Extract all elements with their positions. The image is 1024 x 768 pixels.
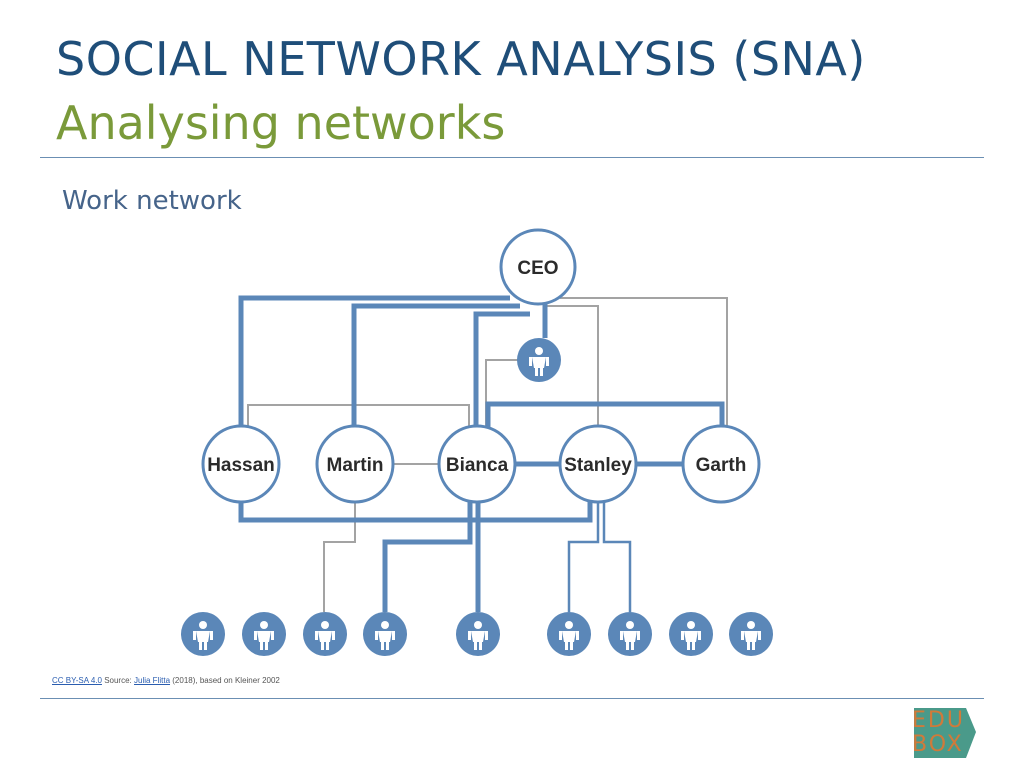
node-garth: Garth (681, 424, 761, 504)
strong-ties (238, 295, 725, 612)
footer-divider (40, 698, 984, 699)
person-icon (456, 612, 500, 656)
author-link[interactable]: Julia Flitta (134, 676, 171, 685)
node-martin: Martin (315, 424, 395, 504)
person-icon (181, 612, 225, 656)
tie-bianca-person4 (382, 502, 473, 612)
node-ceo: CEO (499, 228, 577, 306)
work-network-diagram: CEO Hassan Martin Bianca Stanley Garth (181, 228, 773, 656)
node-bianca: Bianca (437, 424, 517, 504)
tie-ceo-garth (560, 297, 728, 430)
person-icon (363, 612, 407, 656)
node-label-ceo: CEO (517, 258, 558, 279)
node-label-hassan: Hassan (207, 455, 275, 476)
person-icon (669, 612, 713, 656)
section-heading: Work network (62, 186, 242, 216)
person-icon (242, 612, 286, 656)
tie-ceo-bianca (473, 311, 530, 428)
logo-text-line2: BOX (912, 732, 964, 757)
license-link[interactable]: CC BY-SA 4.0 (52, 676, 102, 685)
person-icon (517, 338, 561, 382)
person-icon (303, 612, 347, 656)
node-label-garth: Garth (696, 455, 747, 476)
node-label-stanley: Stanley (564, 455, 632, 476)
edubox-logo (914, 708, 976, 758)
tie-ceo-hassan (238, 295, 510, 430)
tie-stanley-person7 (602, 502, 632, 612)
node-label-bianca: Bianca (446, 455, 509, 476)
node-stanley: Stanley (558, 424, 638, 504)
person-icon (729, 612, 773, 656)
tie-ceo-martin (351, 303, 520, 428)
tie-stanley-person6 (567, 502, 600, 612)
person-icon (608, 612, 652, 656)
tie-hassan-stanley-bottom (238, 502, 593, 523)
slide-subtitle: Analysing networks (56, 96, 506, 150)
tie-bianca-ceoassistant (485, 359, 518, 430)
image-credit: CC BY-SA 4.0 Source: Julia Flitta (2018)… (52, 676, 280, 685)
tie-bianca-garth (485, 401, 725, 430)
node-hassan: Hassan (201, 424, 281, 504)
source-label: Source: (104, 676, 132, 685)
logo-text-line1: EDU (912, 708, 965, 733)
tie-hassan-bianca-top (247, 404, 470, 430)
credit-rest: (2018), based on Kleiner 2002 (172, 676, 280, 685)
person-icon (547, 612, 591, 656)
node-label-martin: Martin (327, 455, 384, 476)
slide-title: SOCIAL NETWORK ANALYSIS (SNA) (56, 32, 866, 86)
thin-blue-ties (567, 502, 632, 612)
tie-ceo-stanley (545, 305, 599, 430)
title-divider (40, 157, 984, 158)
